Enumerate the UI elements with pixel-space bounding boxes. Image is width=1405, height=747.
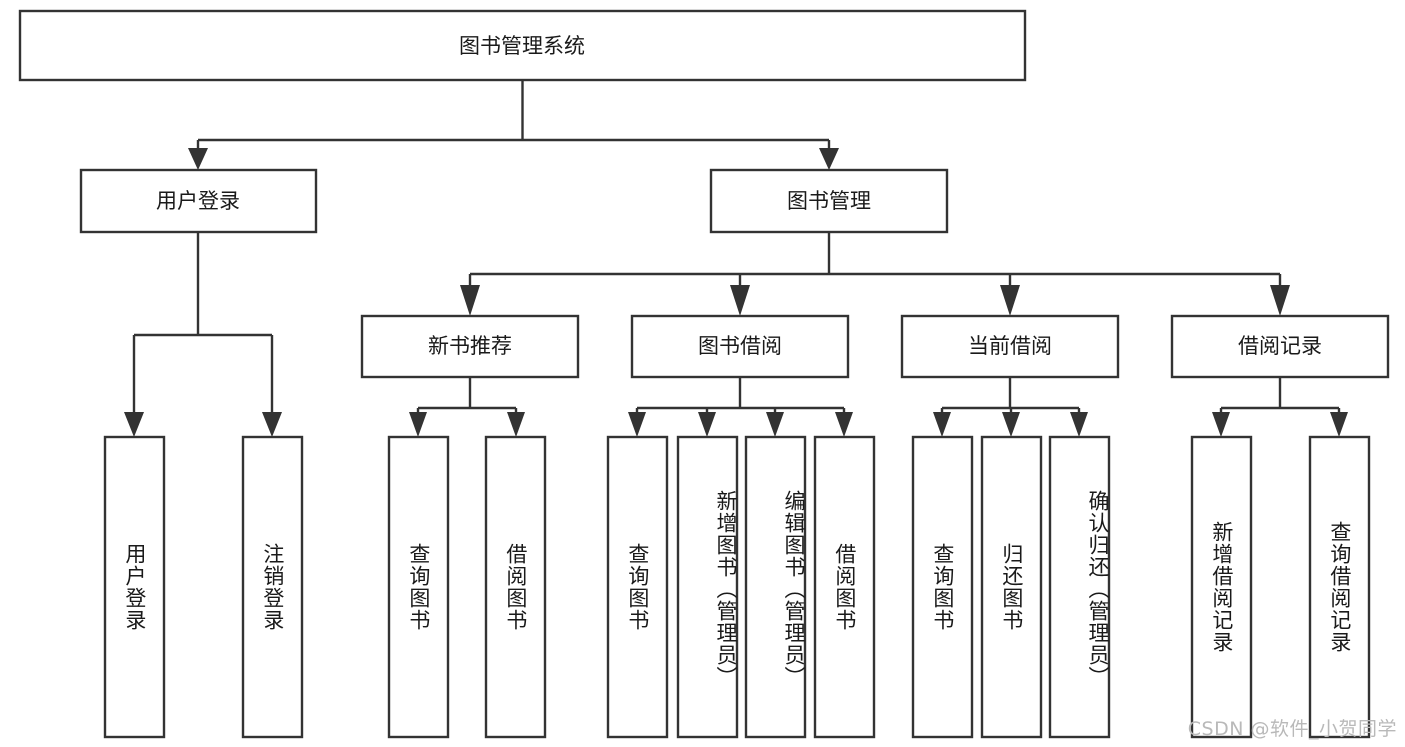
leaf-box-query-book-2[interactable] xyxy=(606,435,669,739)
node-current-borrow[interactable] xyxy=(900,314,1120,379)
node-current-borrow-label: 当前借阅 xyxy=(968,334,1052,358)
arrowhead-bookmgmt xyxy=(819,148,839,170)
arrowhead-userlogin xyxy=(188,148,208,170)
edge-root-trunk xyxy=(196,80,831,152)
leaf-box-user-login[interactable] xyxy=(103,435,166,739)
leaf-box-return-book[interactable] xyxy=(980,435,1043,739)
leaf-box-confirm-return[interactable] xyxy=(1048,435,1111,739)
node-book-borrow[interactable] xyxy=(630,314,850,379)
arrowhead-borrow xyxy=(730,285,750,316)
leaf-box-query-record[interactable] xyxy=(1308,435,1371,739)
leaf-box-borrow-book-1[interactable] xyxy=(484,435,547,739)
node-layer: 图书管理系统 用户登录 图书管理 新书推荐 图书借阅 当前借阅 借阅记录 xyxy=(18,9,1390,739)
node-root[interactable] xyxy=(18,9,1027,82)
edge-bookmgmt-trunk xyxy=(468,232,1282,288)
arrowhead-current xyxy=(1000,285,1020,316)
node-borrow-record-label: 借阅记录 xyxy=(1238,334,1322,358)
edge-record-trunk xyxy=(1219,377,1341,418)
node-borrow-record[interactable] xyxy=(1170,314,1390,379)
csdn-watermark: CSDN @软件_小贺同学 xyxy=(1187,718,1397,740)
node-book-management[interactable] xyxy=(709,168,949,234)
leaf-box-query-book-3[interactable] xyxy=(911,435,974,739)
leaf-box-add-record[interactable] xyxy=(1190,435,1253,739)
leaf-box-edit-book-admin[interactable] xyxy=(744,435,807,739)
leaf-box-borrow-book-2[interactable] xyxy=(813,435,876,739)
node-new-book-recommend[interactable] xyxy=(360,314,580,379)
arrowhead-leaf-1 xyxy=(124,412,144,437)
arrowhead-leaf-7 xyxy=(766,412,784,437)
edge-borrow-trunk xyxy=(635,377,846,418)
leaf-box-logout[interactable] xyxy=(241,435,304,739)
arrowhead-leaf-9 xyxy=(933,412,951,437)
node-new-book-recommend-label: 新书推荐 xyxy=(428,334,512,358)
arrowhead-layer xyxy=(124,148,1348,437)
arrowhead-leaf-8 xyxy=(835,412,853,437)
edge-newbook-trunk xyxy=(416,377,518,418)
arrowhead-newbook xyxy=(460,285,480,316)
arrowhead-leaf-3 xyxy=(409,412,427,437)
arrowhead-leaf-6 xyxy=(698,412,716,437)
arrowhead-leaf-11 xyxy=(1070,412,1088,437)
arrowhead-leaf-10 xyxy=(1002,412,1020,437)
node-user-login-label: 用户登录 xyxy=(156,189,240,213)
arrowhead-leaf-2 xyxy=(262,412,282,437)
connector-layer xyxy=(132,80,1341,418)
arrowhead-leaf-12 xyxy=(1212,412,1230,437)
node-book-management-label: 图书管理 xyxy=(787,189,871,213)
arrowhead-leaf-5 xyxy=(628,412,646,437)
arrowhead-leaf-13 xyxy=(1330,412,1348,437)
leaf-box-add-book-admin[interactable] xyxy=(676,435,739,739)
node-root-label: 图书管理系统 xyxy=(459,34,585,58)
edge-userlogin-trunk xyxy=(132,232,274,418)
arrowhead-record xyxy=(1270,285,1290,316)
edge-current-trunk xyxy=(940,377,1081,418)
arrowhead-leaf-4 xyxy=(507,412,525,437)
leaf-box-query-book-1[interactable] xyxy=(387,435,450,739)
node-user-login[interactable] xyxy=(79,168,318,234)
node-book-borrow-label: 图书借阅 xyxy=(698,334,782,358)
